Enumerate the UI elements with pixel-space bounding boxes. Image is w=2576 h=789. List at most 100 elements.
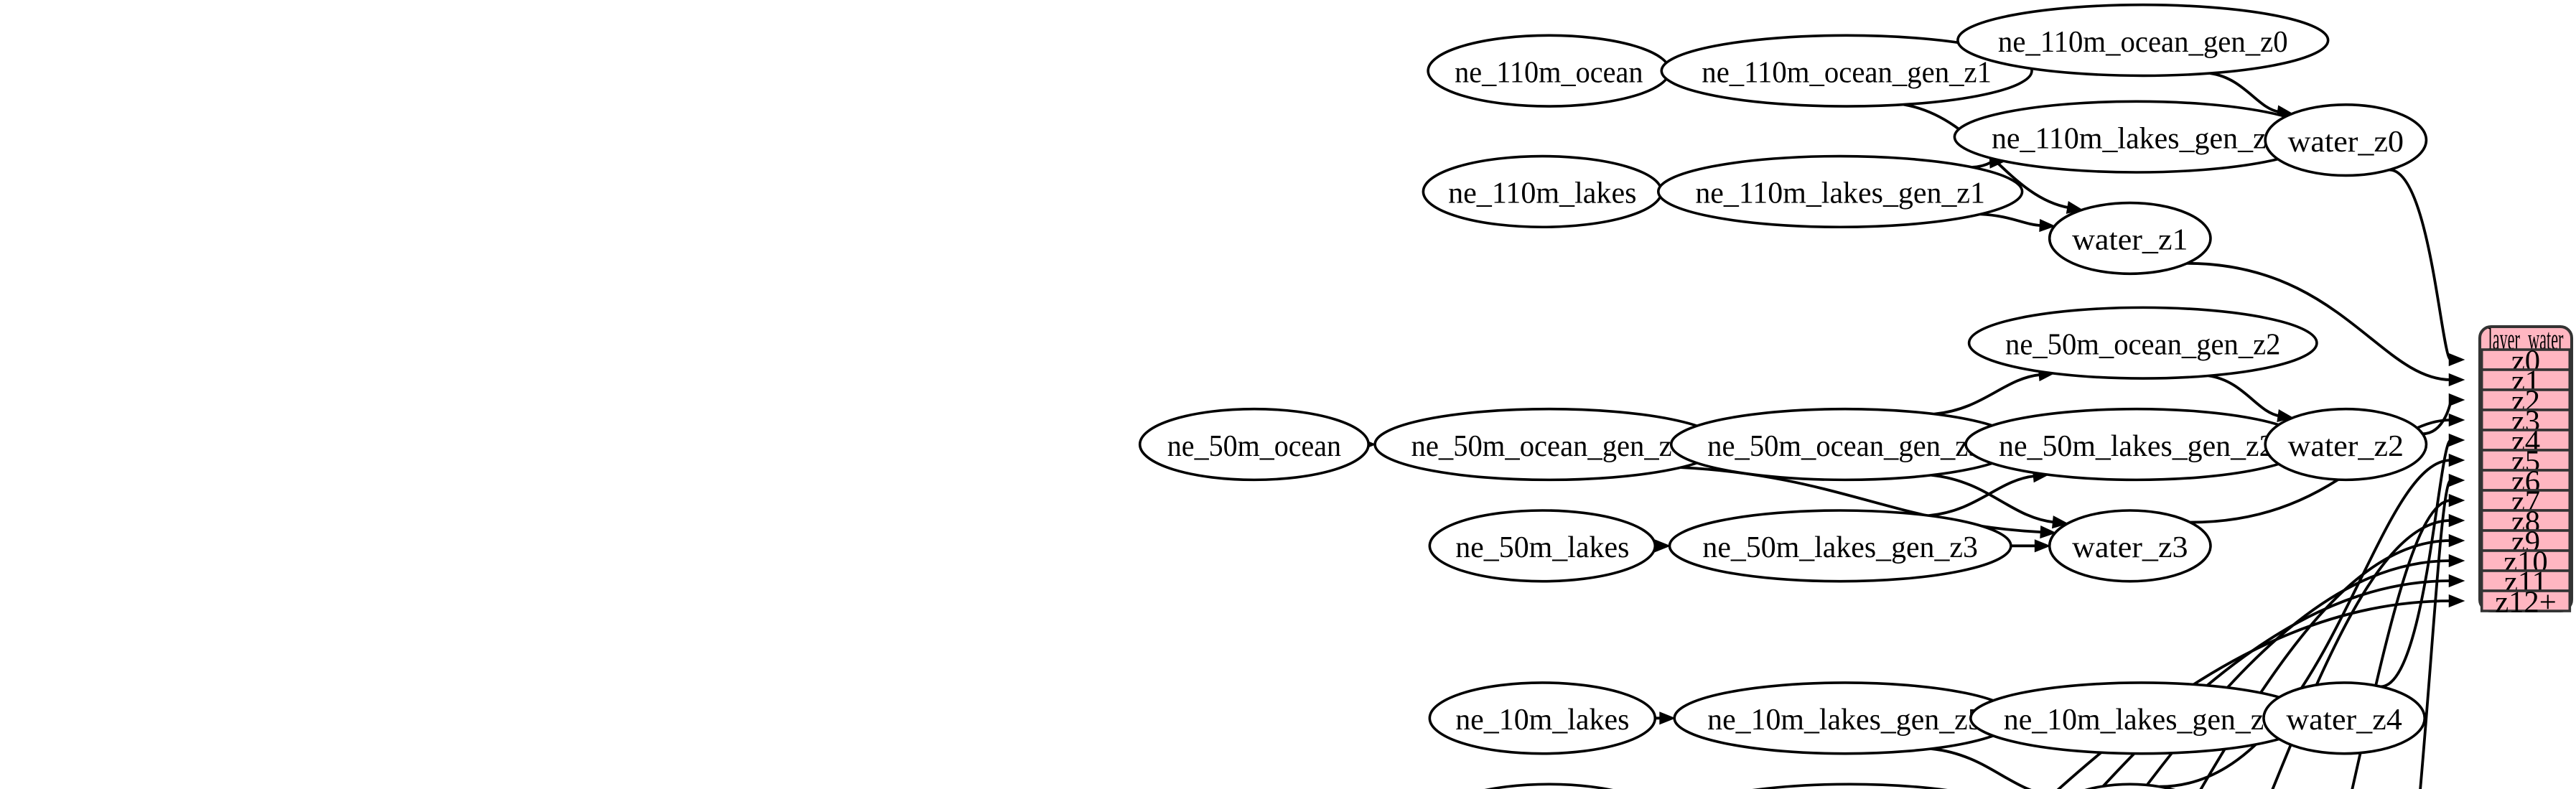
node-label: ne_50m_ocean_gen_z3 [1707,429,1982,463]
graph-node-ne_110m_lakes_gen_z1[interactable]: ne_110m_lakes_gen_z1 [1656,154,2024,229]
graph-edge [2208,374,2280,418]
node-ellipse[interactable] [1668,509,2012,583]
graph-node-water_z1[interactable]: water_z1 [2048,201,2212,276]
node-ellipse[interactable] [2264,407,2428,482]
graph-edge [1971,160,1992,169]
graph-node-ne_110m_ocean_gen_z1[interactable]: ne_110m_ocean_gen_z1 [1660,34,2033,108]
graph-node-water_z5[interactable]: water_z5 [2050,783,2211,789]
node-label: water_z2 [2288,429,2404,463]
edge-arrowhead [2448,533,2465,548]
edge-arrowhead [2448,594,2465,608]
node-label: ne_50m_lakes_gen_z2 [1999,429,2274,463]
node-ellipse[interactable] [1956,3,2330,78]
layer-water-row-z11[interactable] [2480,569,2572,592]
edge-arrowhead [2051,515,2069,529]
graph-node-ne_110m_lakes[interactable]: ne_110m_lakes [1422,154,1663,229]
layer-water-row-z10[interactable] [2480,549,2572,572]
graph-edge [2099,579,2451,789]
node-ellipse[interactable] [2048,201,2212,276]
edge-arrowhead [2448,393,2465,407]
graph-edge [2159,459,2451,788]
graph-node-ne_50m_lakes_gen_z2[interactable]: ne_50m_lakes_gen_z2 [1964,407,2309,482]
node-ellipse[interactable] [1428,681,1657,755]
graph-node-water_z3[interactable]: water_z3 [2048,509,2212,583]
node-ellipse[interactable] [2264,103,2428,177]
graph-node-water_z2[interactable]: water_z2 [2264,407,2428,482]
node-label: ne_50m_ocean_gen_z4 [1411,429,1686,463]
edge-arrowhead [2448,574,2465,588]
node-ellipse[interactable] [1676,783,2023,789]
graph-node-water_z0[interactable]: water_z0 [2264,103,2428,177]
edge-arrowhead [2448,453,2465,467]
graph-node-ne_10m_ocean_gen_z5[interactable]: ne_10m_ocean_gen_z5 [1676,783,2023,789]
graph-node-ne_10m_ocean[interactable]: ne_10m_ocean [1434,783,1663,789]
edge-arrowhead [2034,539,2051,553]
graph-edge [2199,539,2451,789]
layer-water-row-label: z12+ [2495,586,2557,620]
graph-edge [1980,213,2042,228]
node-label: water_z4 [2286,703,2402,737]
graph-edge [1931,747,2032,789]
node-ellipse[interactable] [1656,154,2024,229]
edge-arrowhead [2448,554,2465,568]
graph-edge [1931,473,2055,524]
edge-arrowhead [2448,413,2465,427]
graph-node-ne_50m_ocean_gen_z3[interactable]: ne_50m_ocean_gen_z3 [1669,407,2020,482]
edge-arrowhead [1659,711,1676,725]
graph-edge [2056,599,2451,789]
node-label: ne_110m_ocean [1455,55,1643,89]
nodes-layer: imposm3osm_water_polygonosm_ocean_polygo… [1138,3,2428,789]
node-label: water_z1 [2072,223,2188,257]
graph-node-ne_50m_lakes[interactable]: ne_50m_lakes [1428,509,1657,583]
node-label: ne_50m_lakes [1455,531,1629,564]
graph-node-ne_50m_ocean_gen_z2[interactable]: ne_50m_ocean_gen_z2 [1967,306,2318,380]
node-label: ne_10m_lakes [1455,703,1629,737]
edge-arrowhead [1654,539,1671,553]
edge-arrowhead [2448,353,2465,367]
edge-arrowhead [2448,373,2465,387]
graph-node-water_z4[interactable]: water_z4 [2262,681,2426,755]
layer-water-row-z7[interactable] [2480,489,2572,512]
node-label: ne_110m_lakes_gen_z1 [1695,177,1985,210]
graph-node-ne_50m_lakes_gen_z3[interactable]: ne_50m_lakes_gen_z3 [1668,509,2012,583]
node-ellipse[interactable] [2050,783,2211,789]
graph-node-ne_10m_lakes_gen_z5[interactable]: ne_10m_lakes_gen_z5 [1673,681,2017,755]
node-ellipse[interactable] [1138,407,1370,482]
graph-edge [1928,475,2035,518]
node-label: water_z3 [2072,531,2188,564]
graph-node-ne_10m_lakes_gen_z4[interactable]: ne_10m_lakes_gen_z4 [1969,681,2314,755]
node-label: water_z0 [2288,125,2404,159]
edge-arrowhead [2448,493,2465,508]
layer-water-row-z12+[interactable] [2480,589,2572,612]
graph-node-ne_110m_ocean_gen_z0[interactable]: ne_110m_ocean_gen_z0 [1956,3,2330,78]
node-label: ne_50m_ocean_gen_z2 [2005,327,2280,361]
graph-edge [2209,72,2280,113]
graph-edge [2187,261,2451,381]
node-label: ne_10m_lakes_gen_z5 [1707,703,1982,737]
node-label: ne_50m_ocean [1167,429,1341,463]
layer-water-row-z9[interactable] [2480,529,2572,552]
graph-edge [1934,373,2041,416]
layer-water-row-z5[interactable] [2480,449,2572,472]
node-ellipse[interactable] [1428,509,1657,583]
graph-node-ne_110m_ocean[interactable]: ne_110m_ocean [1427,34,1671,108]
node-ellipse[interactable] [2262,681,2426,755]
edge-arrowhead [2448,513,2465,528]
graph-edge [2271,519,2451,789]
graph-node-ne_110m_lakes_gen_z0[interactable]: ne_110m_lakes_gen_z0 [1953,100,2320,174]
graph-node-ne_50m_ocean[interactable]: ne_50m_ocean [1138,407,1370,482]
node-label: ne_110m_ocean_gen_z0 [1998,25,2288,59]
node-ellipse[interactable] [1434,783,1663,789]
node-ellipse[interactable] [1660,34,2033,108]
node-ellipse[interactable] [1967,306,2318,380]
layer-water-table: layer_waterz0z1z2z3z4z5z6z7z8z9z10z11z12… [2478,323,2574,620]
node-label: ne_110m_lakes [1448,177,1636,210]
graph-node-ne_50m_ocean_gen_z4[interactable]: ne_50m_ocean_gen_z4 [1373,407,1725,482]
edge-arrowhead [2039,218,2056,233]
node-ellipse[interactable] [2048,509,2212,583]
edge-arrowhead [2448,473,2465,487]
graph-node-ne_10m_lakes[interactable]: ne_10m_lakes [1428,681,1657,755]
node-label: ne_110m_lakes_gen_z0 [1992,121,2282,155]
